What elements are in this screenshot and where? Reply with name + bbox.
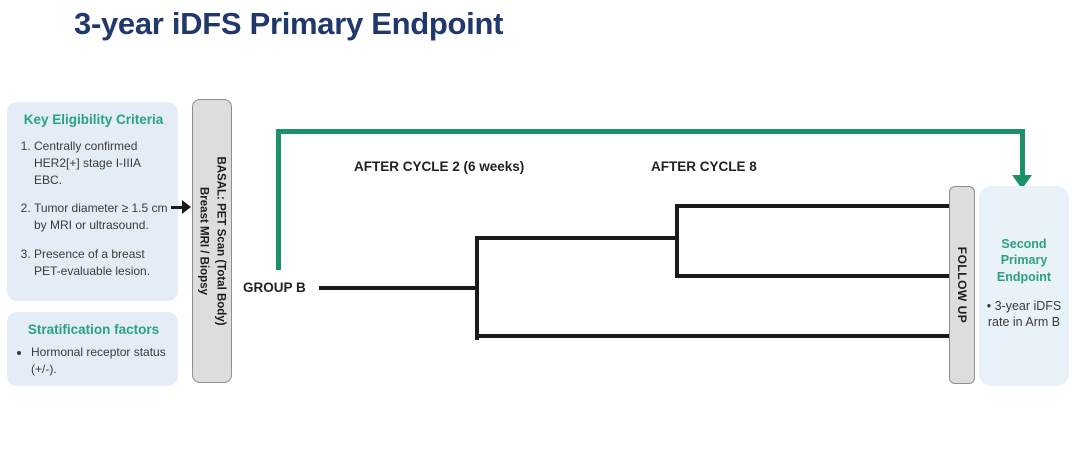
right-arrow-icon: [171, 200, 192, 214]
arrow-head: [182, 200, 191, 214]
green-line-vertical-left: [276, 129, 281, 270]
arrow-stem: [171, 205, 183, 209]
after-cycle-8-label: AFTER CYCLE 8: [651, 159, 757, 174]
basal-label-line2: Breast MRI / Biopsy: [198, 186, 210, 295]
group-b-line: [319, 286, 477, 290]
stratification-box: Stratification factors Hormonal receptor…: [7, 312, 178, 386]
split-2-vertical-line: [675, 204, 679, 278]
eligibility-box: Key Eligibility Criteria Centrally confi…: [7, 102, 178, 301]
green-line-vertical-right: [1020, 129, 1025, 176]
eligibility-heading: Key Eligibility Criteria: [23, 112, 164, 127]
endpoint-box: Second Primary Endpoint • 3-year iDFS ra…: [979, 186, 1069, 386]
follow-up-bar: FOLLOW UP: [949, 186, 975, 384]
basal-label: BASAL: PET Scan (Total Body) Breast MRI …: [195, 156, 228, 325]
eligibility-item-3: Presence of a breast PET-evaluable lesio…: [34, 246, 170, 280]
green-arrowhead-icon: [1012, 175, 1032, 189]
stratification-heading: Stratification factors: [27, 322, 160, 337]
stratification-list: Hormonal receptor status (+/-).: [17, 344, 170, 378]
green-line-horizontal: [276, 129, 1025, 134]
eligibility-list: Centrally confirmed HER2[+] stage I-IIIA…: [17, 138, 170, 280]
eligibility-item-1: Centrally confirmed HER2[+] stage I-IIIA…: [34, 138, 170, 188]
page-title: 3-year iDFS Primary Endpoint: [74, 6, 504, 41]
endpoint-heading: Second Primary Endpoint: [996, 237, 1052, 284]
split-1-vertical-line: [475, 236, 479, 340]
endpoint-bullet: • 3-year iDFS rate in Arm B: [986, 298, 1062, 329]
group-b-label: GROUP B: [243, 280, 306, 295]
branch-2-middle-line: [675, 274, 950, 278]
basal-bar: BASAL: PET Scan (Total Body) Breast MRI …: [192, 99, 232, 383]
branch-2-top-line: [675, 204, 950, 208]
branch-1-bottom-line: [475, 334, 950, 338]
after-cycle-2-label: AFTER CYCLE 2 (6 weeks): [354, 159, 525, 174]
basal-label-line1: BASAL: PET Scan (Total Body): [214, 156, 227, 326]
branch-1-top-line: [475, 236, 679, 240]
follow-up-label: FOLLOW UP: [955, 246, 969, 324]
eligibility-item-2: Tumor diameter ≥ 1.5 cm by MRI or ultras…: [34, 200, 170, 234]
stratification-item-1: Hormonal receptor status (+/-).: [31, 344, 170, 378]
